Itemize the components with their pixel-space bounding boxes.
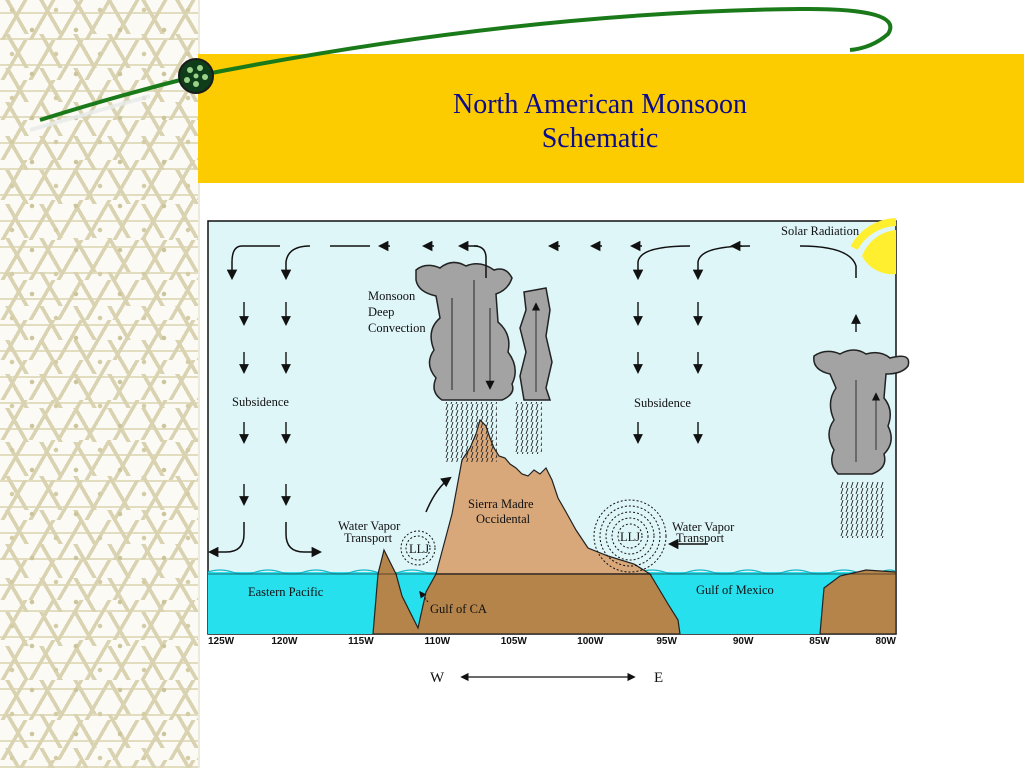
west-direction-label: W <box>430 670 445 686</box>
llj-east-circles <box>593 499 667 573</box>
convection-label-line-3: Convection <box>368 321 426 335</box>
monsoon-schematic-diagram: Solar Radiation <box>207 218 910 686</box>
gulf-of-ca-label: Gulf of CA <box>430 602 487 616</box>
solar-radiation-label: Solar Radiation <box>781 224 860 238</box>
rain-streaks-east <box>840 482 884 538</box>
green-swoosh-line <box>39 6 893 122</box>
axis-tick-label: 125W <box>208 636 235 647</box>
page-title: North American Monsoon Schematic <box>300 88 900 156</box>
subsidence-label-west: Subsidence <box>232 395 289 409</box>
title-band <box>198 54 1024 183</box>
sierra-madre-label-line-2: Occidental <box>476 512 531 526</box>
longitude-axis: 125W 120W 115W 110W 105W 100W 95W 90W 85W 80W <box>208 636 897 647</box>
upper-level-flow-arrows <box>226 240 857 281</box>
swoosh-highlight <box>29 94 151 132</box>
llj-east-label: LLJ <box>620 530 640 544</box>
axis-tick-label: 80W <box>875 636 896 647</box>
water-vapor-west-label-line-2: Transport <box>344 531 393 545</box>
rain-streaks-main <box>445 402 497 462</box>
eastern-pacific-label: Eastern Pacific <box>248 585 324 599</box>
axis-tick-label: 90W <box>733 636 754 647</box>
convection-label-line-2: Deep <box>368 305 394 319</box>
rain-streaks-side <box>514 402 542 454</box>
gulf-of-ca-pointer <box>419 590 429 603</box>
convection-label-line-1: Monsoon <box>368 289 416 303</box>
page-title-line-2: Schematic <box>541 123 659 154</box>
land-mass-florida <box>819 569 897 635</box>
water-vapor-east-label-line-2: Transport <box>676 531 725 545</box>
axis-tick-label: 100W <box>577 636 604 647</box>
water-vapor-east-label-line-1: Water Vapor <box>672 520 735 534</box>
axis-tick-label: 85W <box>809 636 830 647</box>
globe-icon <box>178 58 214 94</box>
sun-glow <box>850 218 897 251</box>
low-level-flow-arrows <box>207 476 708 558</box>
water-vapor-west-label-line-1: Water Vapor <box>338 519 401 533</box>
axis-tick-label: 115W <box>348 636 374 647</box>
subsidence-label-east: Subsidence <box>634 396 691 410</box>
gulf-of-mexico-label: Gulf of Mexico <box>696 583 774 597</box>
axis-tick-label: 110W <box>425 636 451 647</box>
side-convective-cloud <box>519 287 553 401</box>
land-mass-mexico <box>372 548 681 635</box>
axis-tick-label: 120W <box>271 636 298 647</box>
eastern-convective-cloud <box>813 349 910 475</box>
llj-west-circles <box>400 530 436 566</box>
sierra-madre-label-line-1: Sierra Madre <box>468 497 534 511</box>
sun-shape <box>862 230 896 275</box>
east-direction-label: E <box>654 670 663 686</box>
monsoon-cloud <box>415 261 516 401</box>
axis-tick-label: 105W <box>501 636 528 647</box>
axis-tick-label: 95W <box>656 636 677 647</box>
page-title-line-1: North American Monsoon <box>453 89 747 120</box>
llj-west-label: LLJ <box>409 542 429 556</box>
subsidence-arrows <box>239 302 861 506</box>
